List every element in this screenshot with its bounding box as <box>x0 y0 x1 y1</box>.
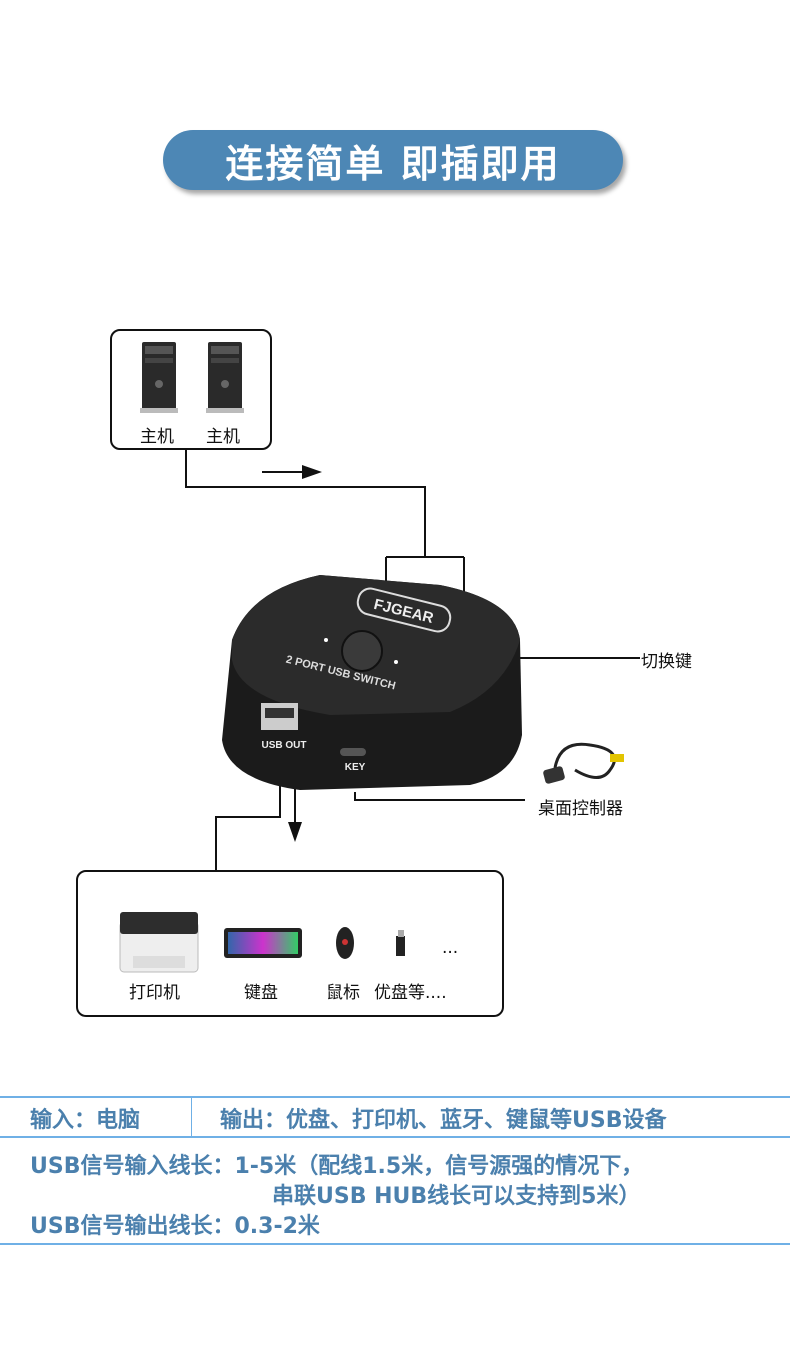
pc-tower-icon <box>140 342 178 413</box>
usb-drive-icon <box>396 930 405 956</box>
spec-rule <box>0 1243 790 1245</box>
peripheral-label: 键盘 <box>244 983 278 1003</box>
peripherals-box: ... 打印机 键盘 鼠标 优盘等.... <box>76 870 504 1017</box>
mouse-icon <box>336 927 354 959</box>
arrow-down-icon <box>288 822 302 842</box>
spec-output-length: USB信号输出线长：0.3-2米 <box>30 1214 320 1239</box>
spec-input-length-note: 串联USB HUB线长可以支持到5米） <box>272 1184 641 1209</box>
printer-icon <box>119 912 199 973</box>
peripheral-label: 打印机 <box>129 983 180 1003</box>
spec-input-length: USB信号输入线长：1-5米（配线1.5米，信号源强的情况下， <box>30 1154 644 1179</box>
spec-input: 输入：电脑 <box>30 1108 141 1133</box>
svg-text:KEY: KEY <box>345 762 366 773</box>
desktop-controller-icon <box>543 742 624 784</box>
svg-text:USB OUT: USB OUT <box>262 740 307 751</box>
pc-tower-icon <box>206 342 244 413</box>
peripheral-icons <box>119 912 405 973</box>
host-label: 主机 <box>140 427 174 447</box>
peripheral-ellipsis: ... <box>442 938 459 958</box>
title-banner: 连接简单 即插即用 <box>163 130 623 190</box>
host-box <box>110 329 272 450</box>
peripheral-label: 鼠标 <box>326 983 360 1003</box>
spec-rule <box>0 1096 790 1098</box>
switch-button <box>341 630 383 672</box>
keyboard-icon <box>224 928 302 958</box>
spec-divider <box>191 1097 192 1137</box>
switch-button-callout: 切换键 <box>641 652 692 672</box>
desktop-controller-callout: 桌面控制器 <box>538 799 623 819</box>
spec-rule <box>0 1136 790 1138</box>
usb-switch-device: FJGEAR 2 PORT USB SWITCH USB OUT KEY <box>222 575 522 790</box>
arrow-right-icon <box>302 465 322 479</box>
spec-output: 输出：优盘、打印机、蓝牙、键鼠等USB设备 <box>220 1108 667 1133</box>
peripheral-label: 优盘等.... <box>374 983 447 1003</box>
host-label: 主机 <box>206 427 240 447</box>
